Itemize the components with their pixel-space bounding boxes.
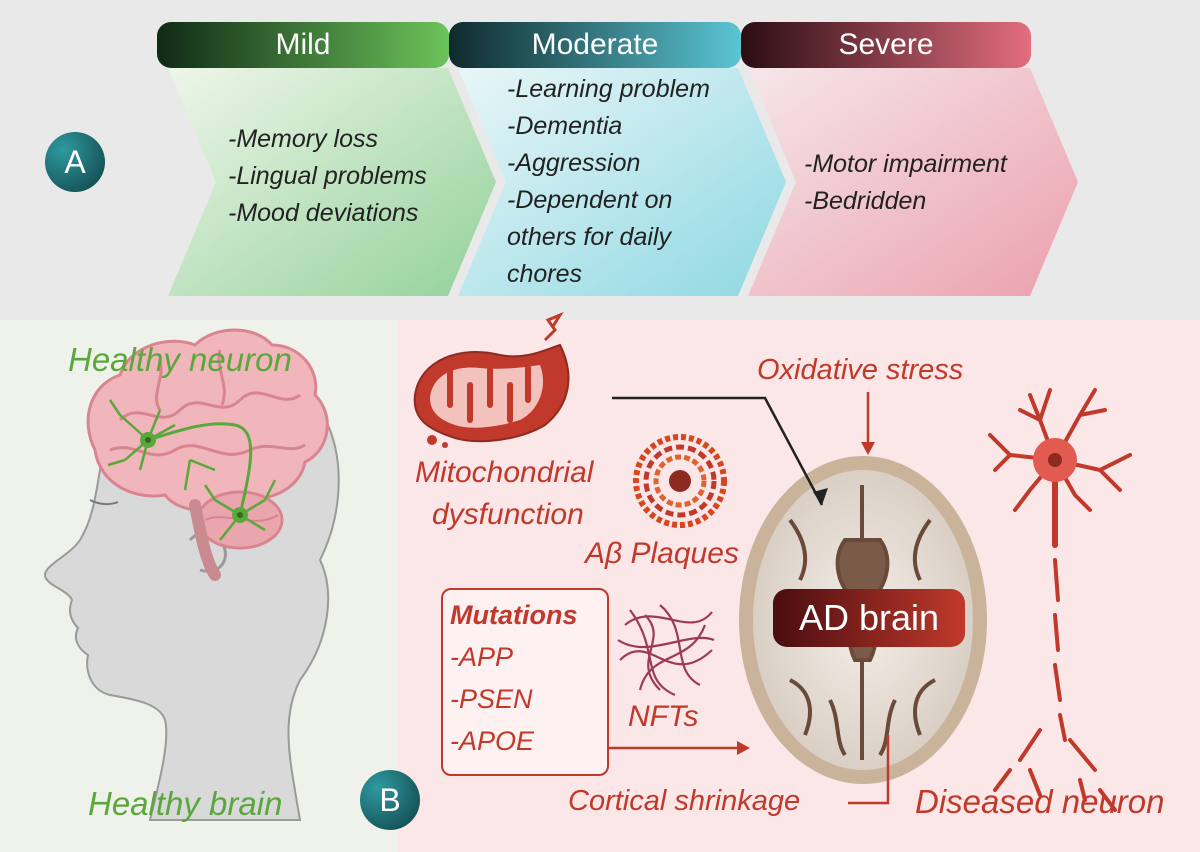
healthy-brain-label: Healthy brain [88,785,283,822]
moderate-chevron [458,68,786,296]
mild-header-bg [157,22,449,68]
stage-moderate-header: Moderate [531,28,659,61]
moderate-symptom: -Aggression [507,149,641,177]
mild-symptom: -Lingual problems [228,162,427,190]
mitochondrial-label: Mitochondrial [415,456,594,489]
diseased-neuron-label: Diseased neuron [915,783,1165,820]
mild-symptom: -Mood deviations [228,199,419,227]
moderate-symptom-list: -Learning problem -Dementia -Aggression … [507,71,710,293]
nft-tangle-illustration [617,604,715,697]
oxidative-stress-label: Oxidative stress [757,354,964,386]
cortical-shrinkage-connector [848,735,890,805]
diseased-neuron-illustration [988,388,1132,812]
mild-symptom: -Memory loss [228,125,379,153]
severe-symptom: -Motor impairment [804,150,1007,178]
healthy-neuron-label: Healthy neuron [68,341,292,378]
stage-mild-header: Mild [275,28,331,61]
panel-b-badge: B [360,770,420,830]
panel-a-badge: A [45,132,105,192]
mito-to-brain-arrow [612,396,828,506]
severe-symptom-list: -Motor impairment -Bedridden [804,146,1007,220]
mild-symptom-list: -Memory loss -Lingual problems -Mood dev… [228,121,427,232]
mutation-item: -APP [450,642,514,672]
moderate-symptom: chores [507,260,583,288]
severe-chevron [748,68,1078,296]
mutation-item: -PSEN [450,684,533,714]
oxidative-stress-arrow [861,392,875,455]
dysfunction-label: dysfunction [432,498,584,531]
severe-symptom: -Bedridden [804,187,927,215]
mutations-box: Mutations -APP -PSEN -APOE [441,588,609,776]
moderate-header-bg [449,22,741,68]
cortical-shrinkage-label: Cortical shrinkage [568,785,801,817]
moderate-symptom: others for daily [507,223,671,251]
healthy-brain-illustration [86,328,329,581]
moderate-symptom: -Learning problem [507,75,710,103]
severe-header-bg [741,22,1031,68]
amyloid-plaque-illustration [633,434,727,528]
ad-brain-label: AD brain [773,589,965,647]
stage-severe-header: Severe [838,28,934,61]
moderate-symptom: -Dependent on [507,186,673,214]
mutations-to-brain-arrow [598,741,750,755]
mutation-item: -APOE [450,726,535,756]
mild-chevron [168,68,496,296]
mitochondrion-illustration [413,311,570,448]
moderate-symptom: -Dementia [507,112,623,140]
mutations-title: Mutations [450,600,578,630]
nfts-label: NFTs [628,700,699,733]
abeta-plaques-label: Aβ Plaques [585,537,739,570]
